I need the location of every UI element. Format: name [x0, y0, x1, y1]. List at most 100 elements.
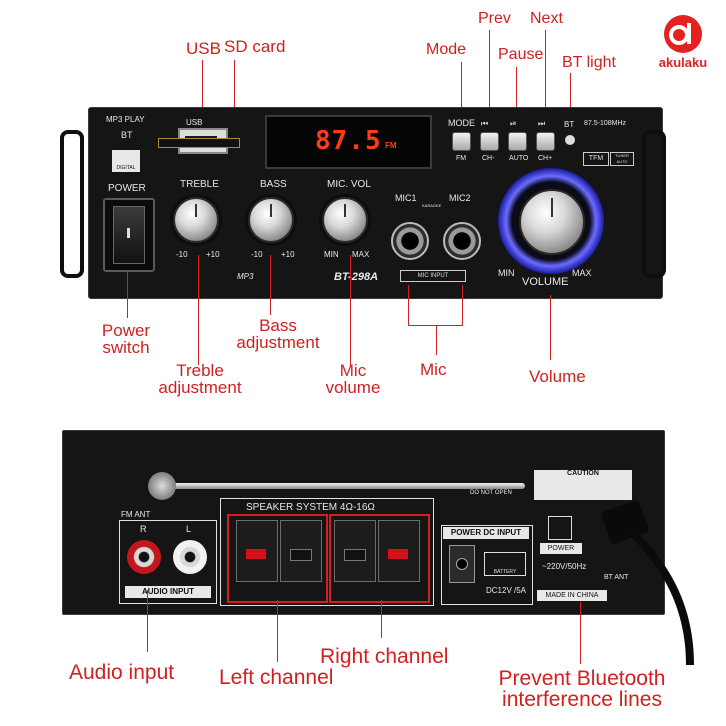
left-positive-terminal[interactable] — [236, 520, 278, 582]
caution-sticker: CAUTION — [534, 470, 632, 500]
digital-label: DIGITAL — [116, 165, 136, 171]
power-cord — [627, 527, 694, 666]
model-label: BT-298A — [334, 271, 379, 283]
l-label: L — [186, 524, 192, 534]
callout-volume: Volume — [529, 367, 586, 386]
pause-button[interactable] — [508, 132, 527, 151]
callout-audio-input: Audio input — [69, 661, 175, 684]
callout-prev: Prev — [478, 10, 511, 27]
audio-input-left-jack[interactable] — [173, 540, 207, 574]
led-display: 87.5 FM — [265, 115, 432, 169]
callout-pause: Pause — [498, 46, 544, 63]
bt-ant-label: BT ANT — [604, 574, 629, 581]
power-icon-box — [548, 516, 572, 540]
freq-range-label: 87.5-108MHz — [584, 120, 627, 127]
usb-port-label: USB — [186, 118, 203, 127]
mp3-decal: MP3 — [237, 272, 254, 281]
next-icon: ⏭ — [538, 119, 546, 128]
callout-mic: Mic — [420, 360, 447, 379]
volume-min-label: MIN — [498, 268, 515, 278]
ch-minus-label: CH- — [482, 155, 495, 162]
tuner-auto-text: TUNER AUTO — [615, 153, 629, 164]
audio-input-label-box: AUDIO INPUT — [125, 586, 211, 598]
fm-ant-label: FM ANT — [121, 510, 151, 519]
antenna-base — [148, 472, 176, 500]
audio-input-text: AUDIO INPUT — [142, 587, 194, 596]
power-dc-input-text: POWER DC INPUT — [450, 528, 522, 537]
speaker-system-box — [220, 498, 434, 606]
power-dc-input-box — [441, 525, 533, 605]
sd-card-slot[interactable] — [158, 138, 240, 148]
bass-min: -10 — [251, 250, 263, 259]
audio-input-right-jack[interactable] — [127, 540, 161, 574]
volume-knob[interactable] — [519, 189, 585, 255]
callout-mode: Mode — [426, 41, 467, 58]
auto-label: AUTO — [509, 155, 529, 162]
treble-max: +10 — [206, 250, 220, 259]
ac-rating: ~220V/50Hz — [542, 562, 587, 571]
bass-max: +10 — [281, 250, 295, 259]
right-negative-terminal[interactable] — [334, 520, 376, 582]
mic-volume-knob[interactable] — [322, 197, 368, 243]
callout-left-channel: Left channel — [219, 666, 334, 689]
prev-button[interactable] — [480, 132, 499, 151]
prev-icon: ⏮ — [481, 119, 489, 128]
mic2-jack[interactable] — [443, 222, 481, 260]
bass-knob[interactable] — [248, 197, 294, 243]
mode-label: MODE — [448, 118, 475, 128]
display-fm: FM — [385, 141, 397, 150]
battery-text: BATTERY — [493, 569, 517, 575]
karaoke-label: KARAOKE — [422, 203, 442, 208]
do-not-open-label: DO NOT OPEN — [470, 490, 512, 496]
digital-badge: DIGITAL — [112, 150, 140, 172]
mic2-label: MIC2 — [449, 193, 471, 203]
bt-label: BT — [121, 130, 133, 140]
right-positive-terminal[interactable] — [378, 520, 420, 582]
fm-button-label: FM — [456, 155, 467, 162]
mic1-jack[interactable] — [391, 222, 429, 260]
made-in-china-text: MADE IN CHINA — [545, 592, 599, 599]
made-in-china-box: MADE IN CHINA — [537, 590, 607, 601]
left-negative-terminal[interactable] — [280, 520, 322, 582]
bt-indicator-light — [565, 135, 575, 145]
power-box-text: POWER — [547, 545, 575, 552]
caution-text: CAUTION — [567, 470, 599, 477]
dc-rating: DC12V /5A — [486, 586, 527, 595]
mic-input-text: MIC INPUT — [417, 273, 449, 279]
tfm-text: TFM — [588, 155, 604, 162]
fm-antenna — [165, 483, 525, 489]
treble-knob[interactable] — [173, 197, 219, 243]
akulaku-logo-icon — [664, 15, 702, 53]
bass-label: BASS — [260, 179, 287, 190]
tuner-auto-badge: TUNER AUTO — [610, 152, 634, 166]
mic1-label: MIC1 — [395, 193, 417, 203]
right-handle — [642, 130, 666, 278]
mic-vol-min: MIN — [324, 250, 339, 259]
volume-max-label: MAX — [572, 268, 592, 278]
r-label: R — [140, 524, 147, 534]
mic-vol-label: MIC. VOL — [327, 179, 371, 190]
mode-button[interactable] — [452, 132, 471, 151]
mp3-play-label: MP3 PLAY — [106, 115, 145, 124]
treble-label: TREBLE — [180, 179, 219, 190]
mic-input-box: MIC INPUT — [400, 270, 466, 282]
brand-name: akulaku — [658, 55, 708, 70]
callout-usb: USB — [186, 39, 221, 58]
next-button[interactable] — [536, 132, 555, 151]
power-switch[interactable] — [103, 198, 155, 272]
battery-diagram: BATTERY — [484, 552, 526, 576]
power-dc-input-label-box: POWER DC INPUT — [443, 527, 529, 539]
dc-jack[interactable] — [449, 545, 475, 583]
audio-input-box — [119, 520, 217, 604]
pause-icon: ⏯ — [510, 119, 517, 128]
callout-bt-light: BT light — [562, 54, 616, 71]
bt-indicator-label: BT — [564, 120, 575, 129]
power-box-label: POWER — [540, 543, 582, 554]
power-label: POWER — [108, 183, 146, 194]
treble-min: -10 — [176, 250, 188, 259]
